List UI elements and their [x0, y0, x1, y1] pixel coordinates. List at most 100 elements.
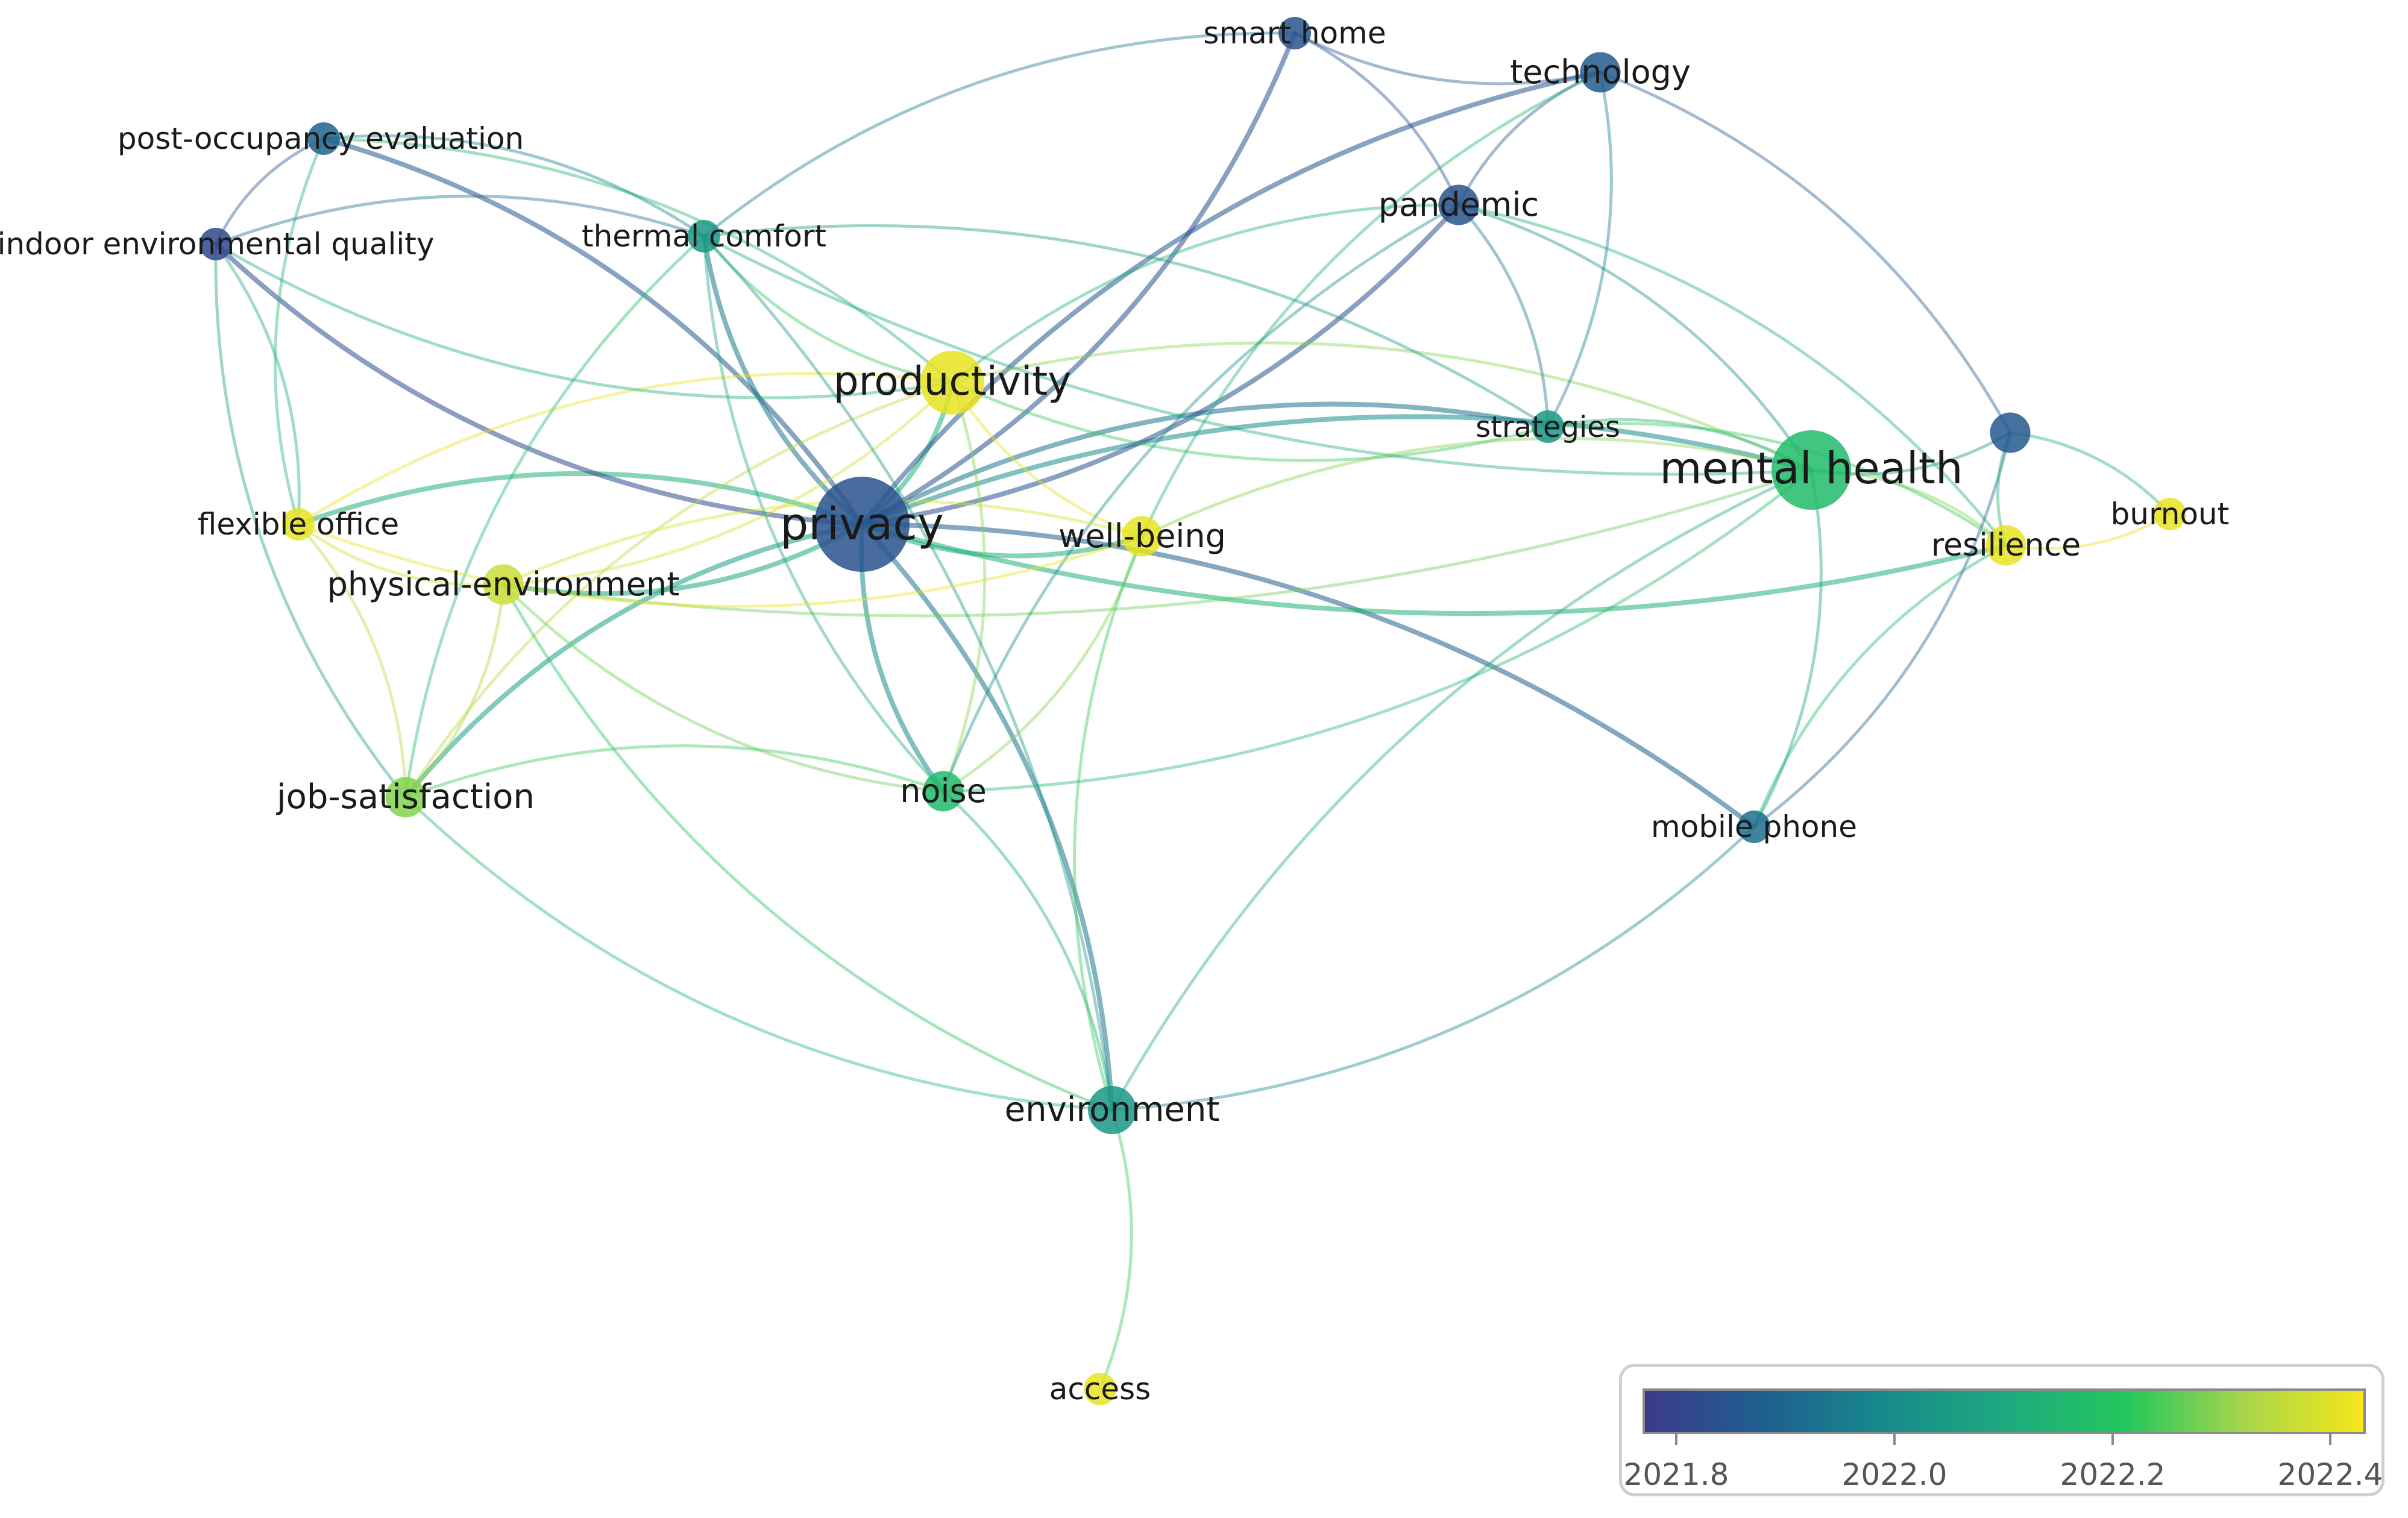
node-thermal-comfort[interactable] — [688, 220, 720, 252]
node-smart-home[interactable] — [1278, 17, 1311, 49]
edge-thermal_comfort-noise — [702, 234, 945, 793]
node-environment[interactable] — [1088, 1086, 1136, 1134]
node-label-flexible-office[interactable]: flexible office — [198, 507, 399, 542]
node-label-thermal-comfort[interactable]: thermal comfort — [582, 219, 826, 254]
edge-mobile_phone-unlabeled — [1752, 431, 2012, 829]
node-resilience[interactable] — [1985, 525, 2026, 566]
node-layer — [200, 17, 2186, 1405]
edge-privacy-pandemic — [860, 202, 1461, 527]
legend-tick-label: 2022.0 — [1841, 1457, 1947, 1492]
legend-tick-label: 2022.2 — [2060, 1457, 2166, 1492]
node-label-strategies[interactable]: strategies — [1476, 410, 1620, 444]
node-productivity[interactable] — [920, 351, 984, 415]
edge-productivity-mental_health — [951, 341, 1813, 472]
edge-technology-well_being — [1140, 71, 1602, 538]
node-label-privacy[interactable]: privacy — [780, 498, 944, 550]
edge-privacy-smart_home — [860, 31, 1297, 527]
edge-mobile_phone-resilience — [1752, 544, 2008, 829]
edge-productivity-job_satisfaction — [404, 381, 954, 799]
edge-smart_home-thermal_comfort — [702, 31, 1297, 238]
color-scale-legend: 2021.8 2022.0 2022.2 2022.4 — [1619, 1364, 2384, 1496]
edge-thermal_comfort-environment — [702, 234, 1114, 1112]
edge-post_occupancy-ieq — [214, 137, 325, 246]
node-burnout[interactable] — [2154, 498, 2186, 530]
node-well-being[interactable] — [1122, 516, 1163, 557]
edge-productivity-thermal_comfort — [702, 234, 954, 384]
node-noise[interactable] — [923, 771, 964, 812]
edge-thermal_comfort-strategies — [702, 224, 1550, 428]
edge-mental_health-physical_environment — [501, 468, 1813, 618]
edge-mental_health-noise — [942, 468, 1813, 793]
node-label-post-occupancy[interactable]: post-occupancy evaluation — [118, 121, 524, 156]
edge-productivity-noise — [942, 381, 987, 793]
edge-smart_home-technology — [1293, 31, 1602, 86]
node-label-pandemic[interactable]: pandemic — [1378, 186, 1539, 224]
edge-thermal_comfort-job_satisfaction — [404, 234, 706, 799]
node-strategies[interactable] — [1532, 410, 1564, 443]
edge-noise-well_being — [942, 535, 1144, 793]
legend-tick — [1675, 1432, 1677, 1445]
edge-privacy-resilience — [860, 522, 2008, 616]
node-label-technology[interactable]: technology — [1510, 53, 1691, 91]
legend-gradient-bar — [1643, 1388, 2366, 1434]
node-flexible-office[interactable] — [282, 508, 315, 541]
node-unlabeled[interactable] — [1990, 412, 2031, 453]
node-access[interactable] — [1084, 1373, 1116, 1405]
node-label-productivity[interactable]: productivity — [834, 358, 1072, 404]
edge-productivity-ieq — [214, 242, 954, 400]
edge-noise-environment — [942, 789, 1114, 1112]
edge-physical_environment-noise — [501, 583, 945, 793]
edge-post_occupancy-flexible_office — [274, 137, 325, 526]
edge-job_satisfaction-noise — [404, 744, 945, 799]
node-label-resilience[interactable]: resilience — [1931, 527, 2081, 563]
node-label-noise[interactable]: noise — [900, 772, 987, 810]
node-label-well-being[interactable]: well-being — [1058, 517, 1226, 555]
edge-technology-pandemic — [1457, 71, 1602, 207]
edge-mental_health-mobile_phone — [1752, 468, 1823, 829]
edge-physical_environment-well_being — [501, 498, 1144, 586]
node-label-smart-home[interactable]: smart home — [1203, 16, 1386, 51]
edge-productivity-pandemic — [951, 203, 1460, 384]
node-job-satisfaction[interactable] — [385, 777, 426, 818]
edge-privacy-physical_environment — [501, 522, 864, 597]
node-ieq[interactable] — [200, 228, 232, 260]
edge-ieq-flexible_office — [214, 242, 301, 526]
edge-technology-strategies — [1546, 71, 1613, 428]
edge-privacy-flexible_office — [296, 471, 864, 527]
node-post-occupancy[interactable] — [307, 122, 340, 155]
node-label-burnout[interactable]: burnout — [2111, 497, 2230, 532]
legend-tick — [2111, 1432, 2114, 1445]
legend-tick — [1893, 1432, 1896, 1445]
node-physical-environment[interactable] — [483, 564, 524, 605]
node-mental-health[interactable] — [1771, 430, 1851, 510]
node-privacy[interactable] — [814, 477, 910, 572]
node-pandemic[interactable] — [1438, 184, 1479, 225]
edge-productivity-strategies — [951, 381, 1550, 462]
legend-tick-label: 2022.4 — [2277, 1457, 2383, 1492]
edge-mental_health-thermal_comfort — [702, 234, 1813, 476]
edge-flexible_office-job_satisfaction — [297, 522, 407, 799]
node-label-physical-environment[interactable]: physical-environment — [327, 565, 680, 603]
edge-pandemic-strategies — [1457, 203, 1550, 428]
edge-ieq-job_satisfaction — [214, 242, 407, 799]
edge-environment-access — [1098, 1108, 1133, 1391]
edge-privacy-post_occupancy — [321, 136, 864, 527]
node-label-job-satisfaction[interactable]: job-satisfaction — [275, 777, 535, 817]
node-label-access[interactable]: access — [1049, 1372, 1151, 1407]
node-label-mental-health[interactable]: mental health — [1659, 443, 1963, 494]
edge-technology-unlabeled — [1599, 71, 2012, 434]
edge-flexible_office-physical_environment — [297, 522, 505, 587]
node-label-environment[interactable]: environment — [1005, 1090, 1220, 1129]
edge-environment-mobile_phone — [1110, 825, 1756, 1112]
node-mobile-phone[interactable] — [1738, 811, 1770, 843]
edge-pandemic-resilience — [1457, 203, 2008, 547]
edge-environment-well_being — [1073, 535, 1144, 1112]
node-technology[interactable] — [1580, 52, 1621, 93]
node-label-ieq[interactable]: indoor environmental quality — [0, 227, 434, 262]
node-label-mobile-phone[interactable]: mobile phone — [1651, 809, 1857, 844]
edge-productivity-flexible_office — [297, 372, 954, 526]
edge-resilience-burnout — [2004, 512, 2172, 550]
edge-job_satisfaction-environment — [404, 795, 1114, 1112]
